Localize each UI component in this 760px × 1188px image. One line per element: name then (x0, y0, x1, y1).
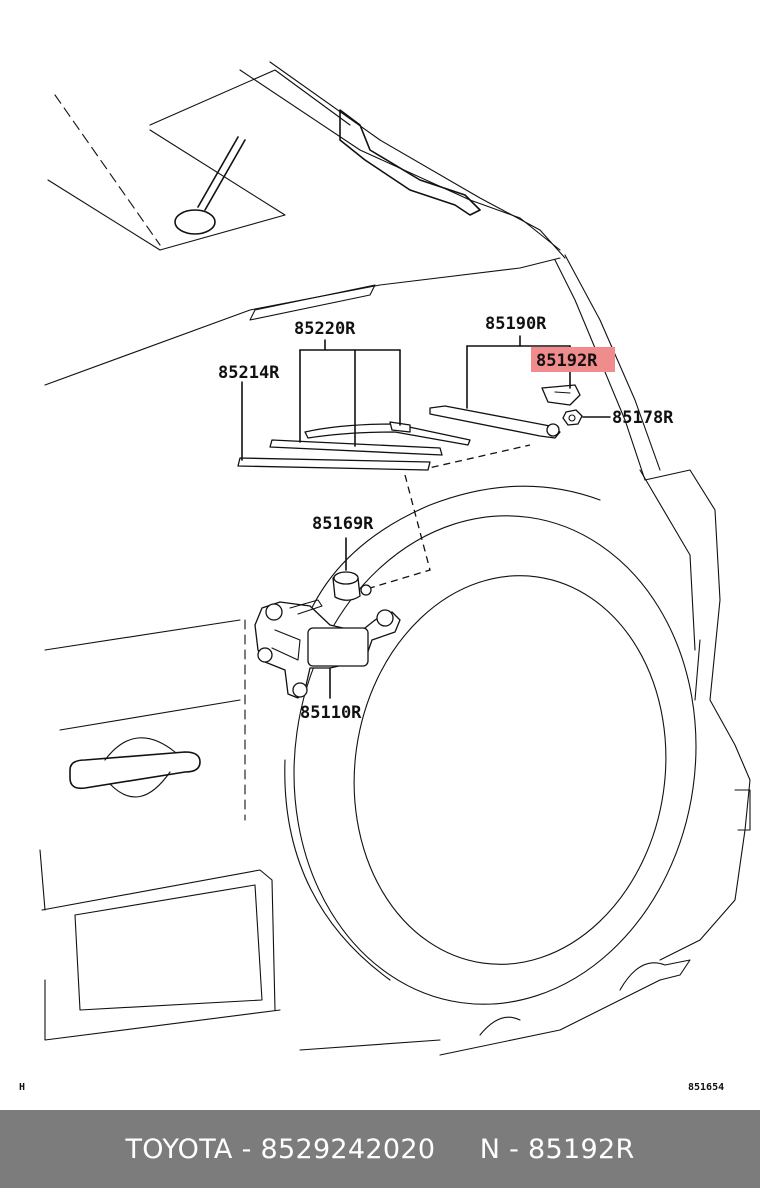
callout-85214r: 85214R (218, 363, 280, 383)
brand-name: TOYOTA (125, 1133, 233, 1165)
callout-85169r: 85169R (312, 514, 374, 534)
nut-part (562, 409, 583, 426)
wiper-rubber-part (237, 457, 431, 471)
gap (435, 1134, 479, 1165)
highlight-box-85192r (531, 347, 615, 372)
callout-85220r: 85220R (294, 319, 356, 339)
part-info-bar: TOYOTA - 8529242020 N - 85192R (0, 1110, 760, 1188)
vehicle-body-outline (39, 61, 751, 1056)
ref-prefix: N (479, 1133, 501, 1165)
callout-85178r: 85178R (612, 408, 674, 428)
wiper-blade-part (269, 421, 471, 456)
callout-85110r: 85110R (300, 703, 362, 723)
wiper-arm-part (429, 405, 561, 439)
wiper-motor-part (254, 599, 401, 699)
diagram-code: 851654 (688, 1082, 724, 1093)
exploded-parts-diagram: 85220R 85214R 85190R 85192R 85178R 85169… (19, 61, 751, 1093)
corner-mark-left: H (19, 1082, 25, 1093)
separator-2: - (500, 1133, 529, 1165)
arm-cover-part (541, 384, 581, 406)
pivot-cap-part (332, 571, 372, 601)
separator: - (232, 1133, 261, 1165)
ref-code: 85192R (528, 1133, 635, 1165)
callout-85190r: 85190R (485, 314, 547, 334)
callout-85192r: 85192R (536, 351, 598, 371)
part-number: 8529242020 (260, 1133, 436, 1165)
